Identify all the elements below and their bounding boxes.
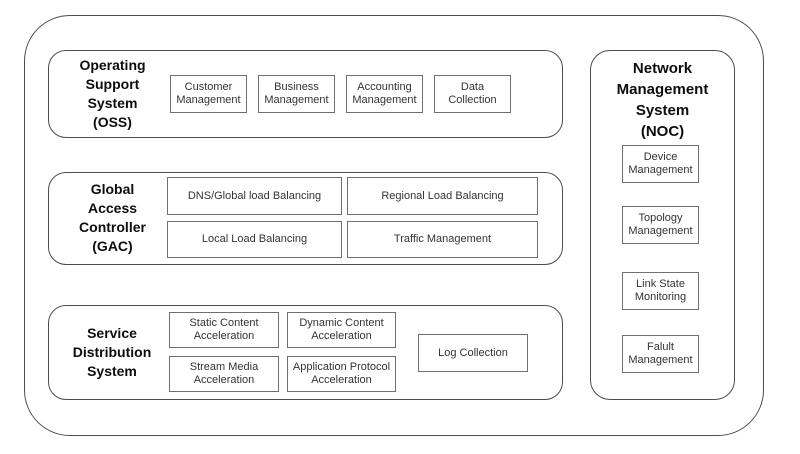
oss-panel-title: Operating Support System (OSS) (79, 57, 146, 130)
gac-box-traffic-management: Traffic Management (347, 221, 538, 258)
noc-box-device-management: Device Management (622, 145, 699, 183)
gac-box-local-load-balancing: Local Load Balancing (167, 221, 342, 258)
sds-box-static-content-acceleration: Static Content Acceleration (169, 312, 279, 348)
sds-box-stream-media-acceleration: Stream Media Acceleration (169, 356, 279, 392)
noc-box-topology-management: Topology Management (622, 206, 699, 244)
gac-box-regional-load-balancing: Regional Load Balancing (347, 177, 538, 215)
noc-box-link-state-monitoring: Link State Monitoring (622, 272, 699, 310)
noc-box-falult-management: Falult Management (622, 335, 699, 373)
sds-box-log-collection: Log Collection (418, 334, 528, 372)
oss-box-customer-management: Customer Management (170, 75, 247, 113)
sds-box-application-protocol-acceleration: Application Protocol Acceleration (287, 356, 396, 392)
oss-box-data-collection: Data Collection (434, 75, 511, 113)
noc-panel-title: Network Management System (NOC) (616, 60, 709, 140)
sds-box-dynamic-content-acceleration: Dynamic Content Acceleration (287, 312, 396, 348)
gac-panel-title: Global Access Controller (GAC) (79, 181, 146, 254)
oss-box-business-management: Business Management (258, 75, 335, 113)
oss-box-accounting-management: Accounting Management (346, 75, 423, 113)
sds-panel-title: Service Distribution System (72, 325, 152, 379)
gac-box-dns-global-load-balancing: DNS/Global load Balancing (167, 177, 342, 215)
